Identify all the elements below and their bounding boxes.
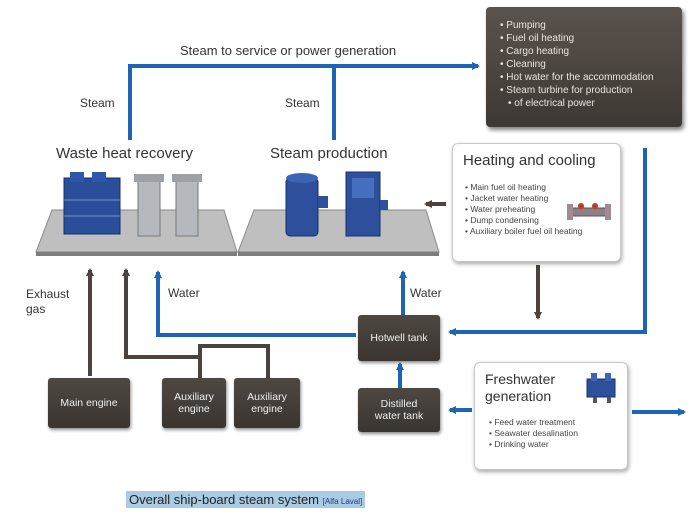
steam-production-platform bbox=[237, 171, 440, 256]
exhaust-aux-2 bbox=[198, 344, 270, 378]
heating-item: Jacket water heating bbox=[465, 193, 582, 204]
hotwell-tank: Hotwell tank bbox=[358, 315, 440, 361]
service-item: Cargo heating bbox=[500, 45, 682, 58]
exhaust-boiler-icon-1 bbox=[134, 174, 164, 237]
freshwater-item: Drinking water bbox=[489, 439, 578, 450]
service-item: Hot water for the accommodation bbox=[500, 71, 682, 84]
distilled-water-tank: Distilled water tank bbox=[358, 388, 440, 432]
heating-item: Auxiliary boiler fuel oil heating bbox=[465, 226, 582, 237]
auxiliary-engine-2: Auxiliary engine bbox=[234, 378, 300, 428]
main-engine-label: Main engine bbox=[60, 397, 118, 409]
distilled-water-tank-label: Distilled water tank bbox=[374, 398, 424, 422]
service-item: Fuel oil heating bbox=[500, 32, 682, 45]
steam-label-mid: Steam bbox=[285, 96, 320, 110]
exhaust-gas-label: Exhaust gas bbox=[26, 287, 70, 316]
heating-item: Water preheating bbox=[465, 204, 582, 215]
freshwater-generation-box: Freshwater generation Feed water treatme… bbox=[474, 362, 628, 470]
auxiliary-engine-1: Auxiliary engine bbox=[162, 378, 226, 428]
heating-cooling-title: Heating and cooling bbox=[463, 152, 596, 169]
hotwell-tank-label: Hotwell tank bbox=[370, 332, 428, 344]
figure-caption: Overall ship-board steam system [Alfa La… bbox=[126, 491, 366, 508]
auxiliary-engine-2-label: Auxiliary engine bbox=[247, 391, 287, 415]
freshwater-item: Feed water treatment bbox=[489, 417, 578, 428]
exhaust-boiler-icon-2 bbox=[172, 174, 202, 237]
caption-text: Overall ship-board steam system bbox=[129, 492, 320, 507]
steam-label-left: Steam bbox=[80, 96, 115, 110]
service-item-continued: of electrical power bbox=[500, 97, 682, 110]
service-item: Cleaning bbox=[500, 58, 682, 71]
heat-exchanger-icon bbox=[567, 203, 611, 220]
main-engine: Main engine bbox=[48, 378, 130, 428]
service-item: Pumping bbox=[500, 19, 682, 32]
service-item: Steam turbine for production bbox=[500, 84, 682, 97]
steam-line-top bbox=[128, 62, 480, 140]
water-label-right: Water bbox=[410, 286, 442, 300]
steam-service-box: Pumping Fuel oil heating Cargo heating C… bbox=[486, 7, 682, 127]
freshwater-title: Freshwater generation bbox=[485, 371, 556, 404]
freshwater-generator-icon bbox=[586, 373, 616, 403]
boiler-unit-icon bbox=[63, 172, 121, 235]
waste-heat-recovery-title: Waste heat recovery bbox=[56, 145, 193, 162]
water-line-left bbox=[154, 270, 356, 337]
exhaust-aux-1 bbox=[122, 268, 202, 378]
oil-fired-boiler-icon-2 bbox=[345, 171, 388, 237]
heating-item: Main fuel oil heating bbox=[465, 182, 582, 193]
heating-item: Dump condensing bbox=[465, 215, 582, 226]
steam-production-title: Steam production bbox=[270, 145, 388, 162]
freshwater-item: Seawater desalination bbox=[489, 428, 578, 439]
auxiliary-engine-1-label: Auxiliary engine bbox=[174, 391, 214, 415]
steam-to-service-label: Steam to service or power generation bbox=[180, 43, 397, 58]
heating-cooling-box: Heating and cooling Main fuel oil heatin… bbox=[452, 143, 621, 262]
waste-heat-platform bbox=[35, 172, 238, 256]
water-label-left: Water bbox=[168, 286, 200, 300]
return-line-right bbox=[448, 148, 647, 336]
oil-fired-boiler-icon-1 bbox=[285, 173, 328, 237]
caption-source: [Alfa Laval] bbox=[322, 497, 363, 506]
